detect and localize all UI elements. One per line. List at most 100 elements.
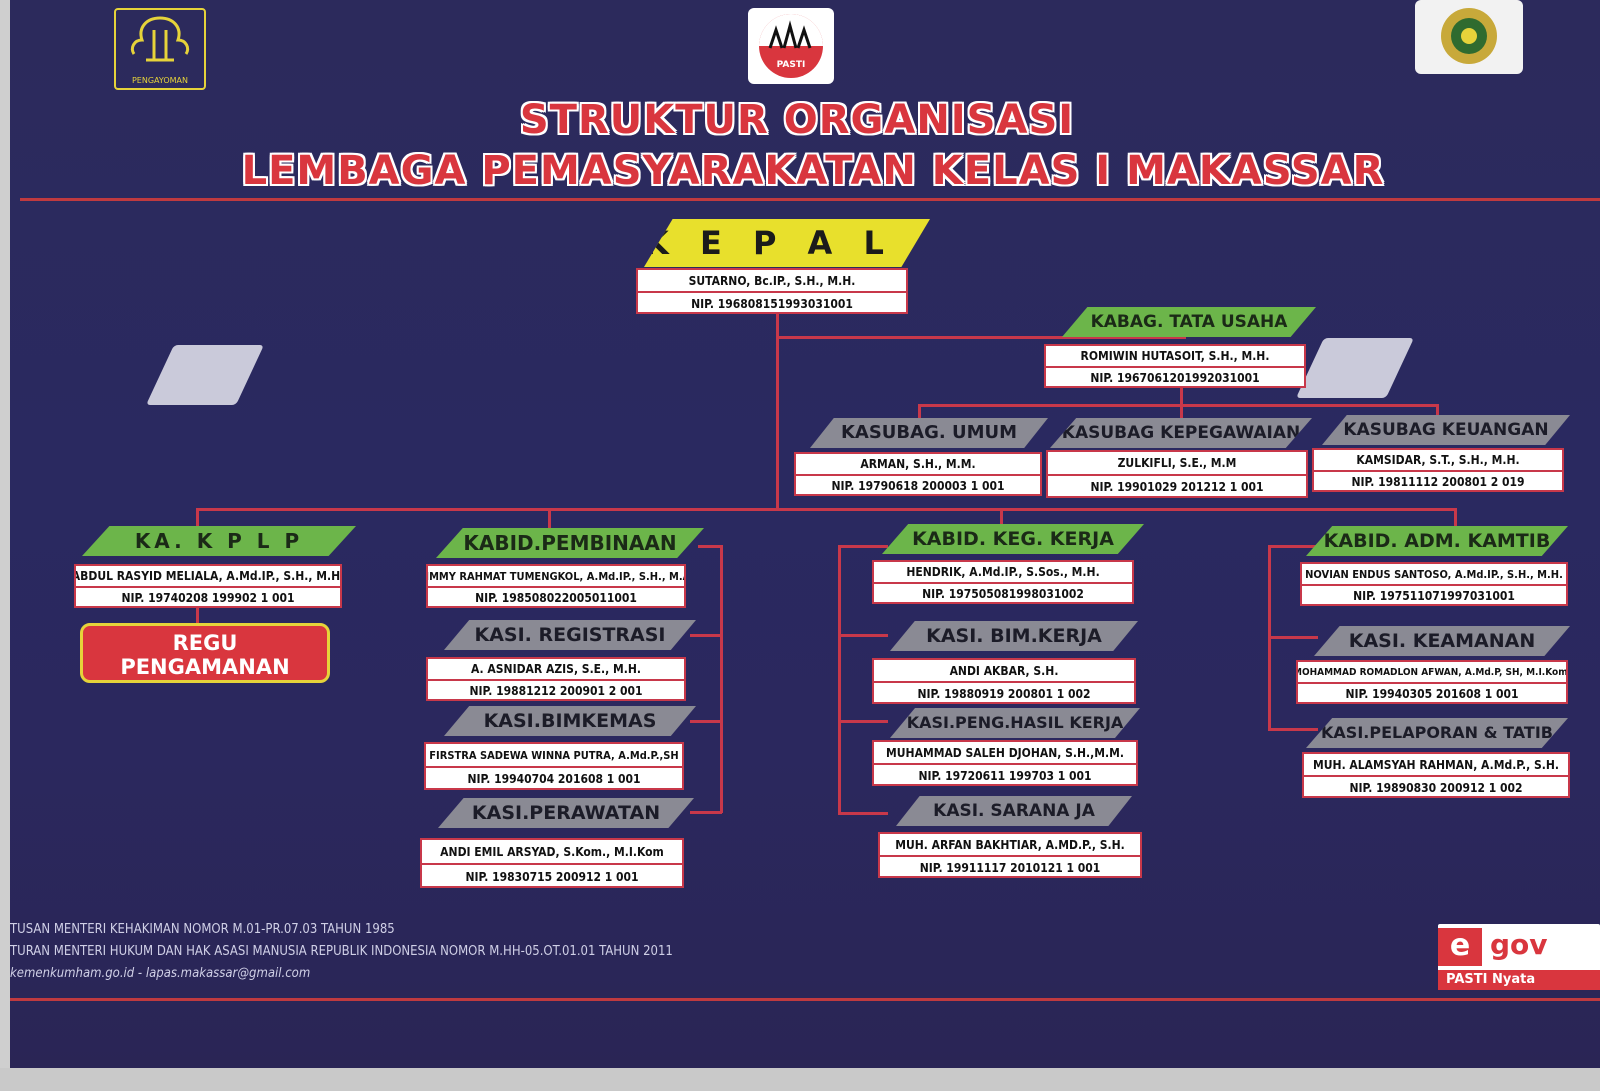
connector-line xyxy=(548,508,551,528)
kasi-perawatan-namebox: ANDI EMIL ARSYAD, S.Kom., M.I.Kom NIP. 1… xyxy=(420,838,684,888)
kplp-name: ABDUL RASYID MELIALA, A.Md.IP., S.H., M.… xyxy=(76,566,340,588)
connector-line xyxy=(196,508,199,528)
kasi-bim-kerja-name: ANDI AKBAR, S.H. xyxy=(874,660,1134,683)
connector-line xyxy=(1180,386,1183,406)
kasi-peng-hasil-kerja-namebox: MUHAMMAD SALEH DJOHAN, S.H.,M.M. NIP. 19… xyxy=(872,740,1138,786)
kplp-role: KA. K P L P xyxy=(82,526,356,556)
logo-center-text: PASTI xyxy=(776,60,806,70)
kabid-adm-kamtib-role: KABID. ADM. KAMTIB xyxy=(1306,526,1568,556)
footer-decree-2: TURAN MENTERI HUKUM DAN HAK ASASI MANUSI… xyxy=(10,944,673,959)
kabid-adm-kamtib-nip: NIP. 197511071997031001 xyxy=(1353,589,1515,603)
connector-line xyxy=(776,314,779,510)
connector-line xyxy=(838,812,888,815)
kabid-adm-kamtib-name: NOVIAN ENDUS SANTOSO, A.Md.IP., S.H., M.… xyxy=(1302,564,1566,586)
connector-line xyxy=(838,720,888,723)
egov-tagline: PASTI Nyata xyxy=(1438,970,1600,990)
kasi-pelaporan-tatib-nip: NIP. 19890830 200912 1 002 xyxy=(1349,780,1523,795)
connector-line xyxy=(1454,508,1457,528)
kasi-pelaporan-tatib-name: MUH. ALAMSYAH RAHMAN, A.Md.P., S.H. xyxy=(1304,754,1568,777)
connector-line xyxy=(690,811,722,814)
connector-line xyxy=(838,545,841,815)
kasubag-umum-name: ARMAN, S.H., M.M. xyxy=(796,454,1040,476)
kasi-registrasi-name: A. ASNIDAR AZIS, S.E., M.H. xyxy=(428,659,684,681)
kepala-nip: NIP. 196808151993031001 xyxy=(691,296,853,311)
kasi-bimkemas-name: FIRSTRA SADEWA WINNA PUTRA, A.Md.P.,SH xyxy=(426,744,682,768)
ceiling-light-reflection xyxy=(146,345,264,405)
kepala-name: SUTARNO, Bc.IP., S.H., M.H. xyxy=(638,270,906,293)
connector-line xyxy=(918,404,1438,407)
kasi-peng-hasil-kerja-role: KASI.PENG.HASIL KERJA xyxy=(890,708,1140,738)
kepala-namebox: SUTARNO, Bc.IP., S.H., M.H. NIP. 1968081… xyxy=(636,268,908,314)
kabag-tu-namebox: ROMIWIN HUTASOIT, S.H., M.H. NIP. 196706… xyxy=(1044,344,1306,388)
connector-line xyxy=(1000,508,1003,528)
connector-line xyxy=(1268,636,1318,639)
footer-decree-1: TUSAN MENTERI KEHAKIMAN NOMOR M.01-PR.07… xyxy=(10,922,395,937)
kasi-perawatan-nip: NIP. 19830715 200912 1 001 xyxy=(465,869,639,884)
connector-line xyxy=(1268,545,1318,548)
kabid-keg-kerja-name: HENDRIK, A.Md.IP., S.Sos., M.H. xyxy=(874,562,1132,584)
kasi-registrasi-namebox: A. ASNIDAR AZIS, S.E., M.H. NIP. 1988121… xyxy=(426,657,686,701)
pasti-emblem-icon xyxy=(759,14,823,78)
kabag-tu-role: KABAG. TATA USAHA xyxy=(1062,307,1316,337)
kasi-bim-kerja-role: KASI. BIM.KERJA xyxy=(890,621,1138,651)
kasi-sarana-kerja-name: MUH. ARFAN BAKHTIAR, A.MD.P., S.H. xyxy=(880,834,1140,857)
connector-line xyxy=(918,404,921,420)
title-line-2: LEMBAGA PEMASYARAKATAN KELAS I MAKASSAR xyxy=(241,148,1385,194)
connector-line xyxy=(776,336,1186,339)
kabid-pembinaan-namebox: JIMMY RAHMAT TUMENGKOL, A.Md.IP., S.H., … xyxy=(426,564,686,608)
kasi-bimkemas-role: KASI.BIMKEMAS xyxy=(444,706,696,736)
title-divider xyxy=(20,198,1600,201)
kasubag-kepegawaian-nip: NIP. 19901029 201212 1 001 xyxy=(1090,480,1264,494)
kepala-role: K E P A L A xyxy=(644,219,930,267)
regu-line-1: REGU xyxy=(172,631,238,655)
kasubag-keuangan-name: KAMSIDAR, S.T., S.H., M.H. xyxy=(1314,450,1562,472)
connector-line xyxy=(698,545,723,548)
connector-line xyxy=(720,545,723,813)
footer-contact: kemenkumham.go.id - lapas.makassar@gmail… xyxy=(10,966,311,981)
pengayoman-logo: PENGAYOMAN xyxy=(114,8,206,90)
connector-line xyxy=(838,545,888,548)
title-line-1: STRUKTUR ORGANISASI xyxy=(519,97,1075,143)
egov-e-mark: e xyxy=(1438,928,1482,966)
kasubag-umum-role: KASUBAG. UMUM xyxy=(810,418,1048,448)
pasti-logo: PASTI xyxy=(748,8,834,84)
emblem-icon xyxy=(1441,8,1497,64)
kplp-namebox: ABDUL RASYID MELIALA, A.Md.IP., S.H., M.… xyxy=(74,564,342,608)
org-chart-board: PENGAYOMAN PASTI STRUKTUR ORGANISASI LEM… xyxy=(10,0,1600,1068)
kasi-bimkemas-nip: NIP. 19940704 201608 1 001 xyxy=(467,772,641,786)
kplp-nip: NIP. 19740208 199902 1 001 xyxy=(121,591,295,605)
kasubag-keuangan-namebox: KAMSIDAR, S.T., S.H., M.H. NIP. 19811112… xyxy=(1312,448,1564,492)
kasi-bim-kerja-nip: NIP. 19880919 200801 1 002 xyxy=(917,686,1091,701)
kasi-pelaporan-tatib-role: KASI.PELAPORAN & TATIB xyxy=(1306,718,1568,748)
kabid-keg-kerja-nip: NIP. 197505081998031002 xyxy=(922,587,1084,601)
kasi-sarana-kerja-role: KASI. SARANA JA xyxy=(896,796,1132,826)
connector-line xyxy=(196,508,1456,511)
kasubag-keuangan-role: KASUBAG KEUANGAN xyxy=(1322,415,1570,445)
kasubag-keuangan-nip: NIP. 19811112 200801 2 019 xyxy=(1351,475,1525,489)
kabid-pembinaan-nip: NIP. 198508022005011001 xyxy=(475,591,637,605)
kasi-registrasi-nip: NIP. 19881212 200901 2 001 xyxy=(469,684,643,698)
tree-icon xyxy=(130,16,190,62)
connector-line xyxy=(196,606,199,624)
kasi-sarana-kerja-namebox: MUH. ARFAN BAKHTIAR, A.MD.P., S.H. NIP. … xyxy=(878,832,1142,878)
kasi-keamanan-namebox: MOHAMMAD ROMADLON AFWAN, A.Md.P, SH, M.I… xyxy=(1296,660,1568,704)
board-frame-bottom xyxy=(0,1068,1600,1091)
kabag-tu-name: ROMIWIN HUTASOIT, S.H., M.H. xyxy=(1046,346,1304,368)
kasi-keamanan-nip: NIP. 19940305 201608 1 001 xyxy=(1345,687,1519,701)
kasi-perawatan-role: KASI.PERAWATAN xyxy=(438,798,694,828)
kabid-pembinaan-role: KABID.PEMBINAAN xyxy=(436,528,704,558)
connector-line xyxy=(1180,404,1183,420)
footer-divider xyxy=(10,998,1600,1001)
connector-line xyxy=(690,634,722,637)
kasubag-kepegawaian-role: KASUBAG KEPEGAWAIAN xyxy=(1050,418,1312,448)
regu-pengamanan-box: REGU PENGAMANAN xyxy=(80,623,330,683)
egov-logo: e gov PASTI Nyata xyxy=(1438,924,1600,990)
kasi-pelaporan-tatib-namebox: MUH. ALAMSYAH RAHMAN, A.Md.P., S.H. NIP.… xyxy=(1302,752,1570,798)
kabag-tu-nip: NIP. 1967061201992031001 xyxy=(1090,371,1260,385)
kasi-registrasi-role: KASI. REGISTRASI xyxy=(444,620,696,650)
kasi-bim-kerja-namebox: ANDI AKBAR, S.H. NIP. 19880919 200801 1 … xyxy=(872,658,1136,704)
kasi-keamanan-role: KASI. KEAMANAN xyxy=(1314,626,1570,656)
kasi-peng-hasil-kerja-nip: NIP. 19720611 199703 1 001 xyxy=(918,768,1092,783)
kasi-sarana-kerja-nip: NIP. 19911117 2010121 1 001 xyxy=(919,860,1101,875)
connector-line xyxy=(690,720,722,723)
